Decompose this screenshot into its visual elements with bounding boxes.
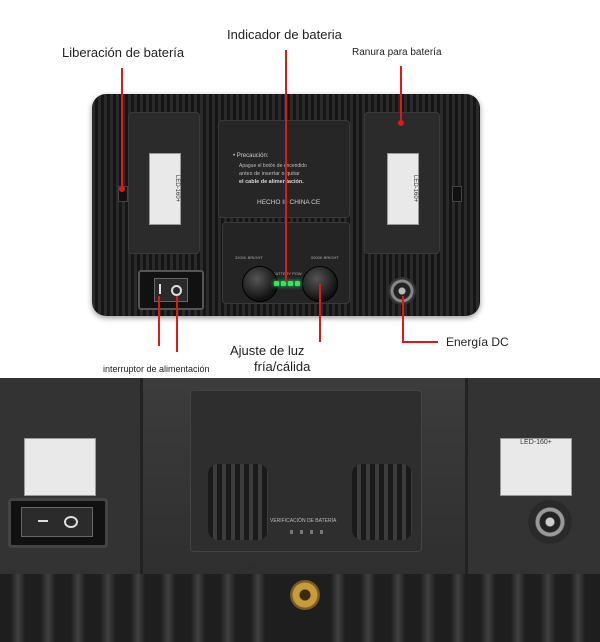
dc-power-leader-horizontal — [402, 341, 438, 343]
power-switch-closeup[interactable] — [8, 498, 108, 548]
battery-led-2 — [281, 281, 286, 286]
rocker-closeup — [21, 507, 93, 537]
battery-led-3 — [288, 281, 293, 286]
right-battery-plate: LED-160+ — [364, 112, 440, 254]
battery-release-leader — [121, 68, 123, 190]
made-in-label: HECHO III CHINA CE — [257, 199, 321, 206]
fin — [100, 574, 116, 642]
dc-jack-closeup[interactable] — [528, 500, 572, 544]
fin — [420, 574, 436, 642]
bottom-indicator-label: VERIFICACIÓN DE BATERÍA — [270, 518, 337, 524]
caution-line1: Apague el botón de encendido — [239, 163, 307, 169]
cool-knob-closeup[interactable] — [352, 464, 412, 540]
battery-led-1 — [274, 281, 279, 286]
power-switch-leader-left — [158, 296, 160, 346]
warm-light-knob[interactable] — [242, 266, 278, 302]
right-battery-sticker-text: LED-160+ — [412, 175, 418, 203]
battery-release-label: Liberación de batería — [62, 45, 185, 60]
fin — [190, 574, 206, 642]
dc-power-leader-vertical — [402, 296, 404, 342]
right-battery-sticker: LED-160+ — [387, 153, 419, 225]
fin — [540, 574, 556, 642]
right-sticker-closeup-text: LED-160+ — [520, 439, 552, 446]
fin — [40, 574, 56, 642]
fin — [330, 574, 346, 642]
off-symbol-closeup — [38, 520, 48, 522]
closeup-photo: LED-160+ VERIFICACIÓN DE BATERÍA — [0, 378, 600, 642]
power-switch[interactable] — [138, 270, 204, 310]
fin — [70, 574, 86, 642]
fin — [130, 574, 146, 642]
left-battery-plate: LED-160+ — [128, 112, 200, 254]
knob-left-label: 3200K BRIGHT — [235, 255, 263, 260]
light-adjust-leader — [319, 284, 321, 342]
indicator-label: BATTERY POW — [273, 271, 302, 276]
fin — [570, 574, 586, 642]
caution-area: • Precaución: Apague el botón de encendi… — [218, 120, 350, 218]
battery-indicator-leader — [285, 50, 287, 282]
battery-indicator-label: Indicador de bateria — [227, 27, 342, 42]
battery-led-4 — [295, 281, 300, 286]
light-adjust-label-line2: fría/cálida — [254, 359, 311, 374]
tripod-mount[interactable] — [290, 580, 320, 610]
fin — [220, 574, 236, 642]
caution-line2: antes de insertar o quitar — [239, 171, 300, 177]
light-adjust-label-line1: Ajuste de luz — [230, 343, 305, 358]
fin — [160, 574, 176, 642]
battery-slot-leader — [400, 66, 402, 124]
power-switch-leader-right — [176, 296, 178, 352]
right-sticker-closeup: LED-160+ — [500, 438, 572, 496]
right-latch — [452, 186, 462, 202]
on-symbol-closeup — [64, 516, 78, 528]
left-battery-sticker-text: LED-160+ — [174, 175, 180, 203]
on-symbol — [171, 285, 182, 296]
cooling-fins — [0, 574, 600, 642]
fin — [360, 574, 376, 642]
fin — [390, 574, 406, 642]
fin — [510, 574, 526, 642]
fin — [250, 574, 266, 642]
knob-right-label: 5500K BRIGHT — [311, 255, 339, 260]
battery-release-dot — [119, 186, 125, 192]
bottom-led-row — [290, 530, 330, 534]
battery-slot-label: Ranura para batería — [352, 47, 442, 58]
left-sticker-closeup — [24, 438, 96, 496]
warm-knob-closeup[interactable] — [208, 464, 268, 540]
caution-title: • Precaución: — [233, 153, 269, 159]
caution-line3: el cable de alimentación. — [239, 179, 304, 185]
fin — [450, 574, 466, 642]
dc-power-label: Energía DC — [446, 335, 509, 349]
battery-slot-dot — [398, 120, 404, 126]
fin — [10, 574, 26, 642]
fin — [480, 574, 496, 642]
power-switch-label: interruptor de alimentación — [103, 364, 210, 374]
left-battery-sticker: LED-160+ — [149, 153, 181, 225]
off-symbol — [159, 284, 161, 294]
power-switch-rocker — [154, 278, 188, 302]
